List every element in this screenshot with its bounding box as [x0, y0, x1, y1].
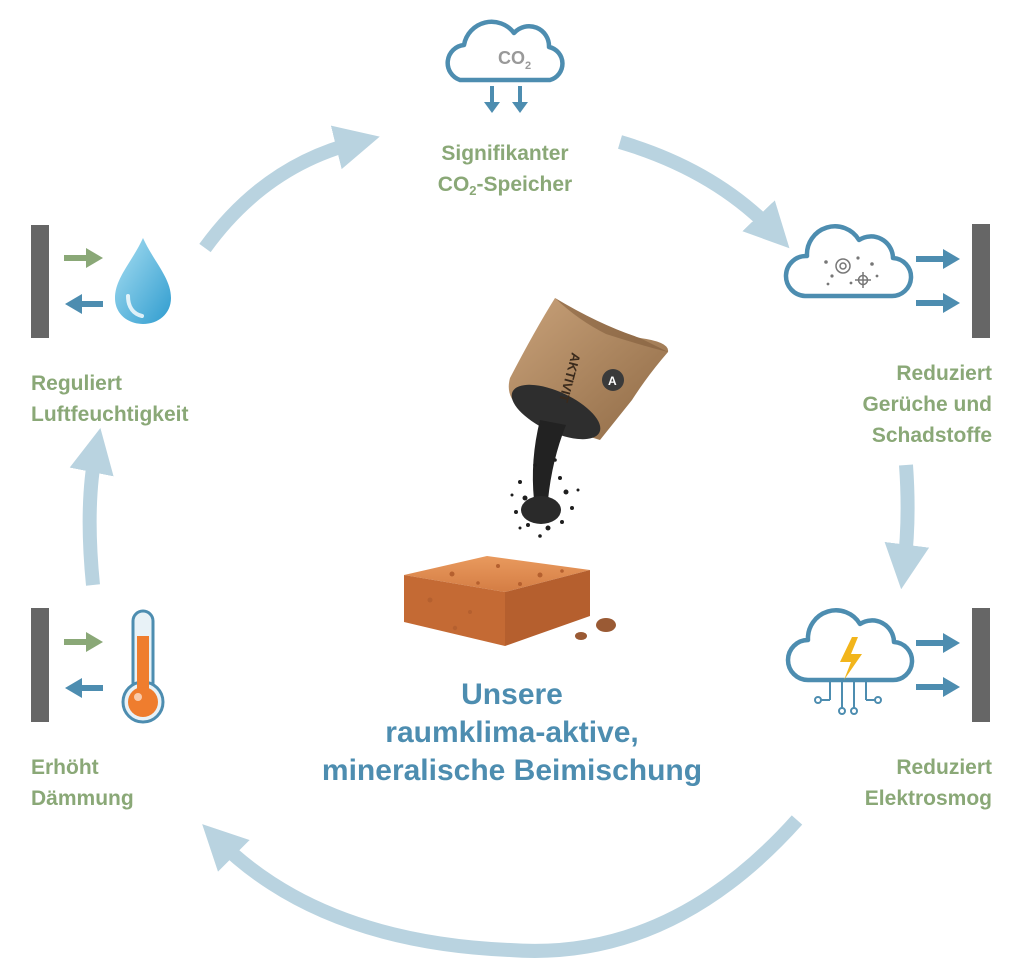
label-humidity: Reguliert Luftfeuchtigkeit [31, 368, 271, 430]
circuit-icon [814, 680, 882, 715]
granulate-bag-icon: AKTIVIT A [508, 298, 669, 440]
label-humidity-line1: Reguliert [31, 372, 123, 395]
smog-out-arrows-icon [916, 633, 960, 697]
label-insulation: Erhöht Dämmung [31, 752, 231, 814]
lightning-icon [840, 637, 862, 680]
particle-icon [835, 258, 871, 288]
cycle-arrow-insulation-to-humidity [69, 428, 114, 586]
co2-icon-sub: 2 [525, 60, 531, 72]
wall-icon-odors [972, 224, 990, 338]
insulation-arrows-icon [64, 632, 103, 698]
odor-out-arrows-icon [916, 249, 960, 313]
center-title-line3: mineralische Beimischung [321, 754, 703, 787]
pouring-granulate [510, 420, 580, 538]
label-smog-line2: Elektrosmog [864, 787, 992, 810]
wall-icon-insulation [31, 608, 49, 722]
svg-text:CO2: CO2 [498, 48, 531, 72]
co2-icon-text: CO [498, 48, 525, 68]
cycle-arrow-smog-to-insulation [202, 815, 803, 958]
electrosmog-cloud-icon [785, 608, 915, 715]
label-odors-line2: Gerüche und [862, 393, 992, 416]
svg-text:A: A [608, 374, 617, 388]
center-title: Unsere raumklima-aktive, mineralische Be… [212, 676, 812, 790]
thermometer-icon [121, 609, 165, 724]
cycle-arrow-humidity-to-co2 [199, 125, 380, 253]
label-electrosmog: Reduziert Elektrosmog [760, 752, 992, 814]
cycle-arrow-co2-to-odors [618, 135, 790, 249]
label-co2-line2: CO2-Speicher [380, 169, 630, 206]
label-co2-line2-pre: CO [437, 173, 470, 196]
label-odors: Reduziert Gerüche und Schadstoffe [760, 358, 992, 451]
co2-cloud-icon: CO2 [445, 19, 565, 83]
label-co2-line2-sub: 2 [469, 183, 477, 198]
wall-icon-humidity [31, 225, 49, 338]
label-co2-storage: Signifikanter CO2-Speicher [380, 138, 630, 206]
center-title-line1: Unsere [461, 678, 563, 711]
label-humidity-line2: Luftfeuchtigkeit [31, 403, 189, 426]
label-co2-line1: Signifikanter [441, 142, 569, 165]
water-drop-icon [115, 238, 171, 324]
label-odors-line3: Schadstoffe [871, 424, 992, 447]
humidity-arrows-icon [64, 248, 103, 314]
brick-icon [404, 556, 616, 646]
cycle-arrow-odors-to-smog [884, 464, 930, 590]
label-smog-line1: Reduziert [896, 756, 992, 779]
bag-badge-text: A [608, 374, 617, 388]
center-title-line2: raumklima-aktive, [385, 716, 639, 749]
down-arrows-icon [484, 86, 528, 113]
label-co2-line2-post: -Speicher [476, 173, 573, 196]
label-insulation-line2: Dämmung [31, 787, 134, 810]
wall-icon-smog [972, 608, 990, 722]
label-odors-line1: Reduziert [896, 362, 992, 385]
odor-cloud-icon [783, 224, 914, 299]
cycle-arrows [69, 125, 930, 958]
label-insulation-line1: Erhöht [31, 756, 99, 779]
